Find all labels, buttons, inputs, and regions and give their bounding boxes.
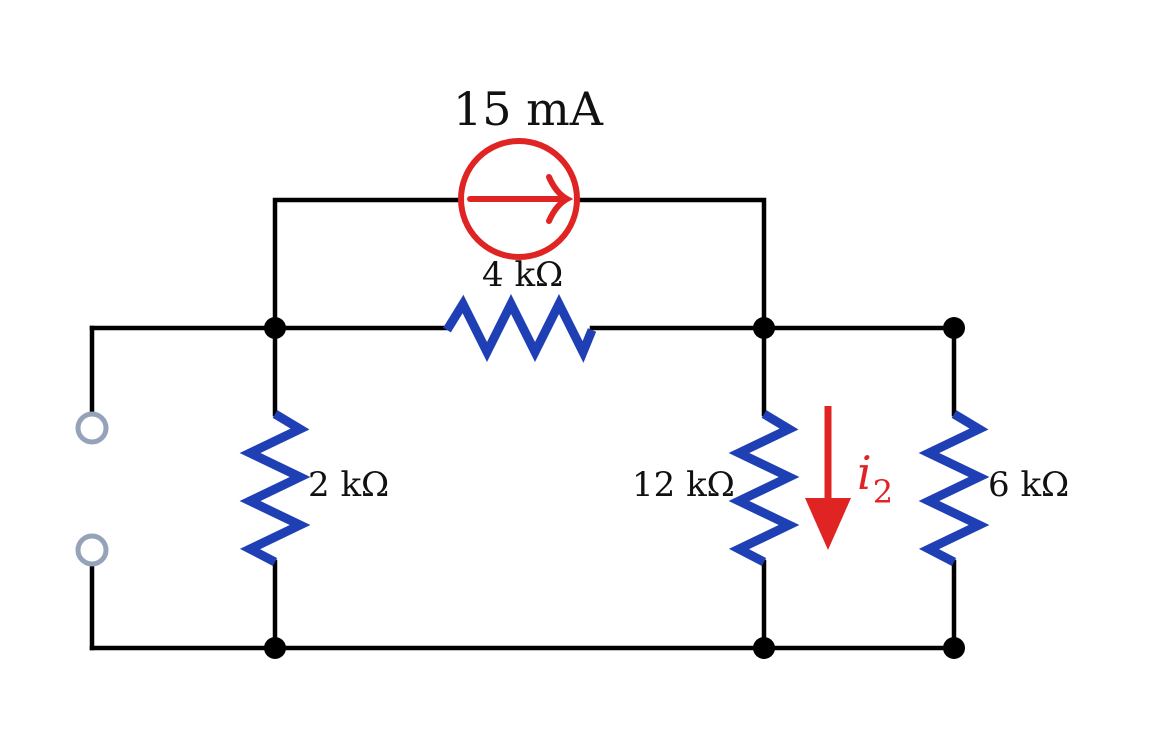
- current-symbol: i: [857, 446, 872, 500]
- current-source-arrow-head: [546, 174, 574, 224]
- current-arrow-i2: [805, 406, 851, 550]
- node-top-left: [264, 317, 286, 339]
- current-source: [458, 138, 580, 260]
- node-top-right: [943, 317, 965, 339]
- terminals: [75, 411, 109, 567]
- current-i2-label: i2: [857, 450, 893, 508]
- node-bottom-left: [264, 637, 286, 659]
- resistor-2k-zigzag: [239, 410, 311, 566]
- node-bottom-mid: [753, 637, 775, 659]
- resistors: [239, 293, 990, 566]
- resistor-4k-label: 4 kΩ: [482, 255, 564, 295]
- current-source-circle: [458, 138, 580, 260]
- current-arrow-head: [805, 498, 851, 550]
- wires: [89, 197, 957, 651]
- resistor-2k-label: 2 kΩ: [308, 465, 390, 505]
- resistor-6k-zigzag: [918, 410, 990, 566]
- node-top-mid: [753, 317, 775, 339]
- source-value-label: 15 mA: [453, 82, 603, 136]
- resistor-12k-label: 12 kΩ: [632, 465, 735, 505]
- nodes: [264, 317, 965, 659]
- wire-source-loop-left: [272, 197, 463, 331]
- resistor-6k-label: 6 kΩ: [988, 465, 1070, 505]
- current-subscript: 2: [872, 473, 894, 511]
- terminal-bottom: [75, 533, 109, 567]
- resistor-4k-zigzag: [443, 293, 597, 363]
- terminal-top: [75, 411, 109, 445]
- wire-source-loop-right: [575, 197, 767, 331]
- resistor-12k-zigzag: [728, 410, 800, 566]
- node-bottom-right: [943, 637, 965, 659]
